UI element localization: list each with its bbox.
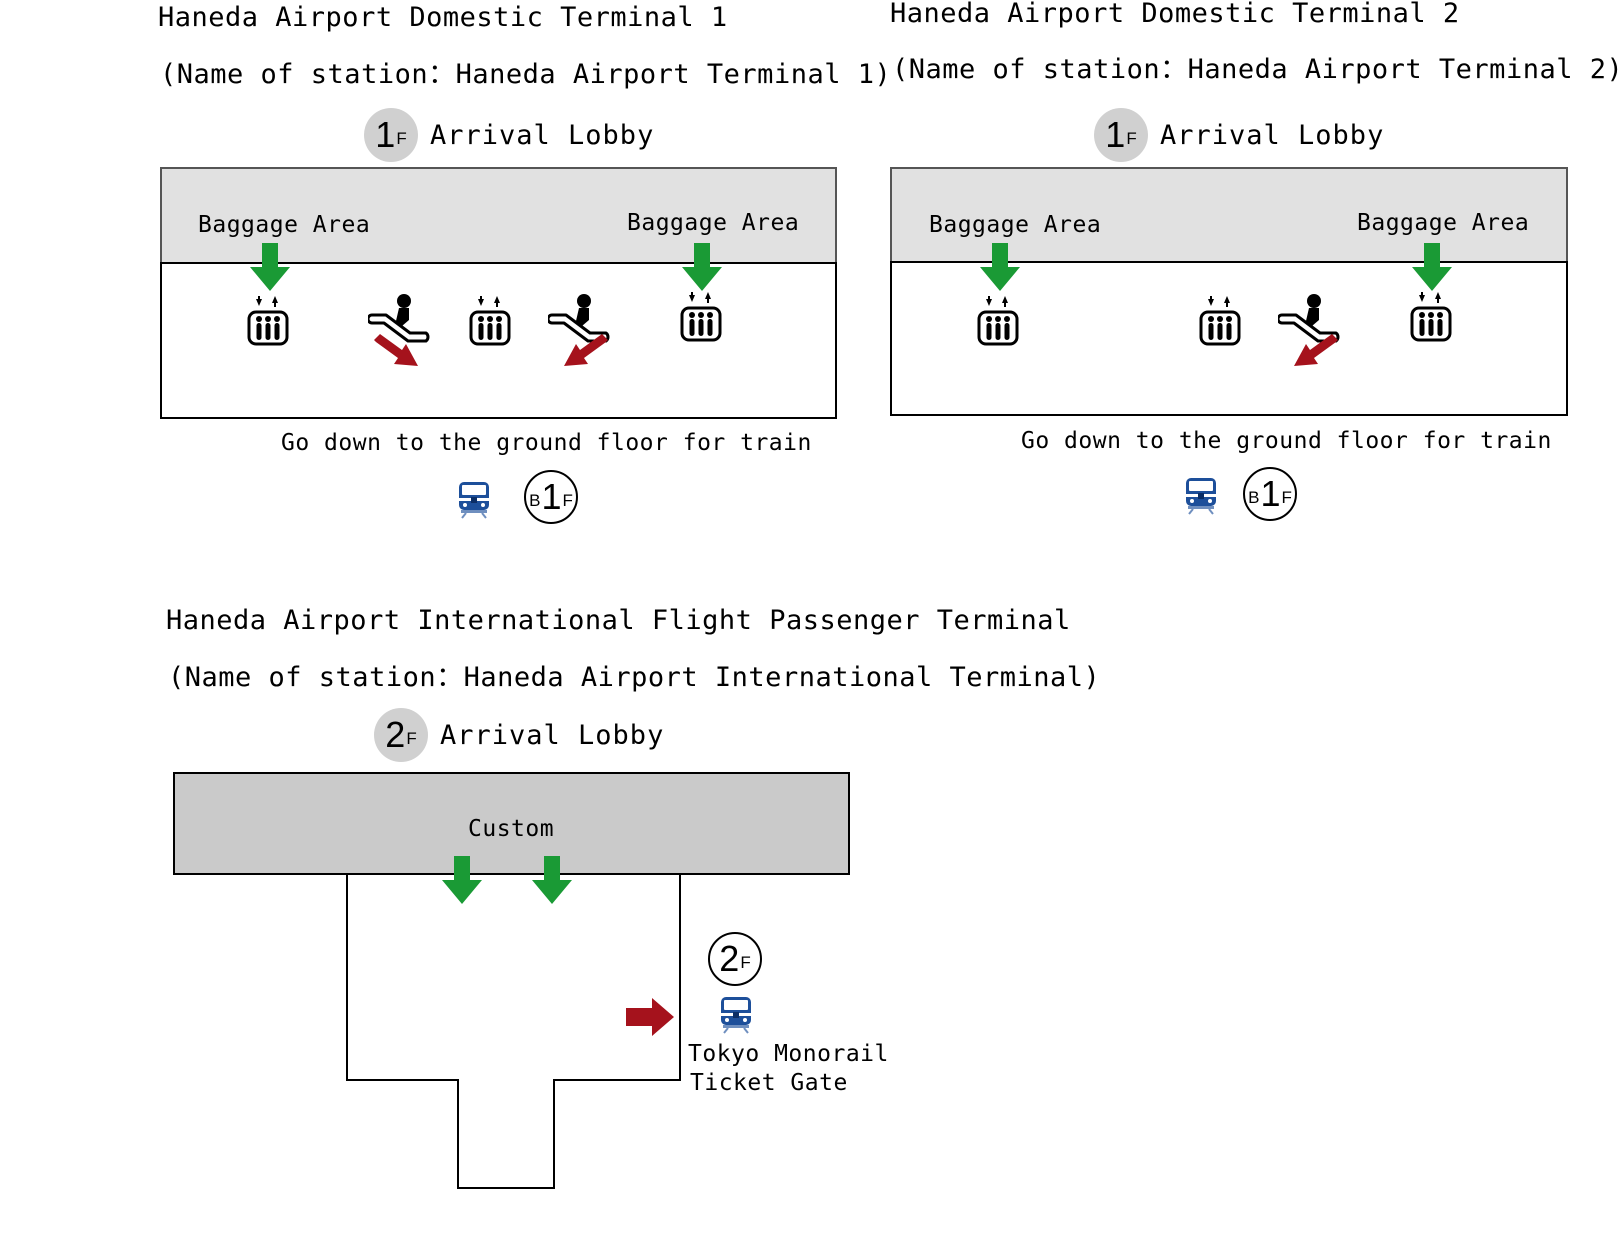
terminal-1-title: Haneda Airport Domestic Terminal 1: [158, 2, 728, 33]
down-arrow-icon: [532, 856, 572, 904]
monorail-gate-label-line2: Ticket Gate: [690, 1070, 848, 1096]
baggage-area-right-label: Baggage Area: [1357, 210, 1530, 236]
floor-number: 1: [375, 114, 396, 155]
floor-suffix: F: [562, 490, 573, 510]
international-station-name: (Name of station：Haneda Airport Internat…: [168, 662, 1101, 693]
arrival-lobby-label: Arrival Lobby: [430, 120, 655, 151]
baggage-area-left-label: Baggage Area: [198, 212, 371, 238]
floor-number: 1: [1260, 473, 1281, 514]
customs-band: [173, 772, 850, 875]
terminal-2-station-name: (Name of station：Haneda Airport Terminal…: [892, 54, 1623, 85]
floor-suffix: F: [406, 728, 417, 748]
baggage-area-left-label: Baggage Area: [929, 212, 1102, 238]
arrival-lobby-label: Arrival Lobby: [440, 720, 665, 751]
floor-number: 1: [1105, 114, 1126, 155]
floor-number: 2: [385, 714, 406, 755]
floor-suffix: F: [1126, 128, 1137, 148]
down-arrow-icon: [442, 856, 482, 904]
floor-prefix: B: [1248, 487, 1260, 507]
arrival-lobby-label: Arrival Lobby: [1160, 120, 1385, 151]
baggage-area-right-label: Baggage Area: [627, 210, 800, 236]
instruction-text: Go down to the ground floor for train: [1021, 428, 1552, 454]
instruction-text: Go down to the ground floor for train: [281, 430, 812, 456]
floor-prefix: B: [529, 490, 541, 510]
monorail-gate-label-line1: Tokyo Monorail: [688, 1041, 889, 1067]
terminal-2-title: Haneda Airport Domestic Terminal 2: [890, 0, 1460, 29]
train-icon: [719, 996, 753, 1034]
floor-number: 2: [719, 938, 740, 979]
right-arrow-icon: [626, 998, 674, 1036]
floor-suffix: F: [1281, 487, 1292, 507]
customs-label: Custom: [468, 816, 555, 842]
floor-suffix: F: [396, 128, 407, 148]
terminal-1-station-name: (Name of station：Haneda Airport Terminal…: [160, 59, 892, 90]
floor-suffix: F: [740, 952, 751, 972]
floor-number: 1: [541, 476, 562, 517]
international-title: Haneda Airport International Flight Pass…: [166, 605, 1071, 636]
